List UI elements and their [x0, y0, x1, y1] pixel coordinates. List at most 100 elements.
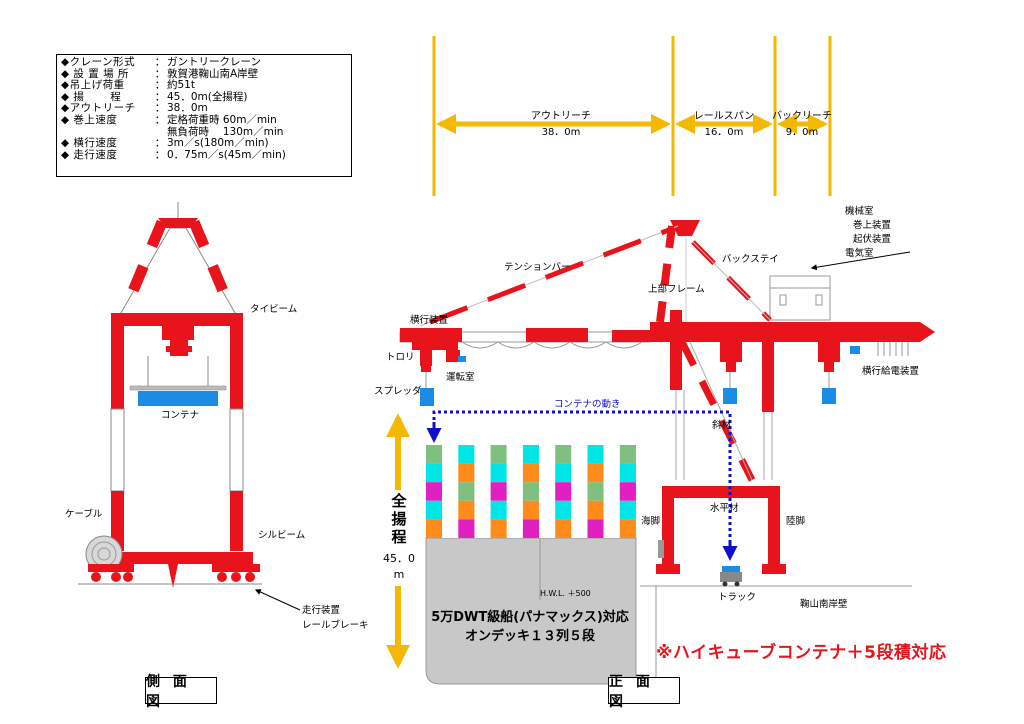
stack-container [474, 519, 491, 538]
stack-container [587, 445, 604, 464]
stack-container [506, 445, 523, 464]
operator-cab-label: 運転室 [446, 371, 475, 383]
stack-container [522, 482, 540, 501]
dimension-lines [432, 36, 832, 196]
stack-container [555, 500, 572, 520]
stack-container [603, 500, 620, 520]
trolley-power-label: 横行給電装置 [862, 365, 919, 377]
spec-row: ◆アウトリーチ：38．0m [61, 102, 208, 115]
stack-container [506, 482, 523, 501]
stack-container [619, 519, 636, 538]
stack-container [474, 482, 491, 501]
stack-container [587, 500, 604, 520]
stack-container [458, 500, 475, 520]
container-stack [426, 445, 636, 538]
spec-continuation: 無負荷時 130m／min [167, 125, 284, 138]
stack-container [474, 445, 491, 464]
tension-bar-label: テンションバー [504, 262, 571, 273]
diagonal-label: 斜材 [712, 419, 732, 431]
backreach-label: バックリーチ [772, 110, 832, 122]
ship-line-2: オンデッキ１３列５段 [465, 628, 595, 644]
spec-table: ◆クレーン形式：ガントリークレーン ◆ 設 置 場 所：敦賀港鞠山南A岸壁 ◆吊… [56, 54, 352, 177]
back-stay-label: バックステイ [722, 254, 779, 265]
sea-leg-label: 海脚 [641, 515, 660, 527]
horizontal-member-label: 水平材 [710, 502, 739, 514]
spec-row: ◆ 走行速度：0．75m／s(45m／min) [61, 148, 286, 161]
stack-container [555, 445, 572, 464]
stack-container [571, 519, 588, 538]
travel-device-label: 走行装置 [302, 604, 340, 616]
stack-container [539, 500, 556, 520]
container-motion-label: コンテナの動き [554, 399, 621, 410]
hoist-device-label: 巻上装置 [853, 219, 891, 231]
stack-container [587, 482, 604, 501]
stack-container [474, 500, 491, 520]
stack-container [442, 463, 459, 483]
stack-container [426, 445, 443, 464]
stack-container [426, 482, 443, 501]
stack-container [458, 445, 475, 464]
spec-row: ◆ 巻上速度：定格荷重時 60m／min [61, 113, 277, 126]
travel-device-leader [254, 589, 301, 611]
stack-container [506, 519, 523, 538]
stack-container [490, 463, 507, 483]
stack-container [571, 482, 588, 501]
side-view-crane [78, 202, 262, 588]
machine-room-leader [810, 251, 911, 271]
cable-label: ケーブル [65, 508, 103, 520]
upper-frame-label: 上部フレーム [648, 283, 705, 295]
stack-container [442, 519, 459, 538]
outreach-value: 38．0m [542, 127, 581, 138]
stack-container [619, 500, 636, 520]
stack-container [587, 463, 604, 483]
stack-container [539, 519, 556, 538]
stack-container [539, 482, 556, 501]
spec-row: ◆吊上げ荷重：約51t [61, 79, 195, 92]
stack-container [458, 519, 475, 538]
side-container-label: コンテナ [161, 410, 199, 421]
stack-container [555, 519, 572, 538]
stack-container [603, 445, 620, 464]
stack-container [426, 500, 443, 520]
stack-container [426, 519, 443, 538]
wharf-label: 鞠山南岸壁 [800, 598, 848, 610]
stack-container [490, 500, 507, 520]
front-view-title: 正 面 図 [608, 674, 680, 710]
rail-brake-label: レールブレーキ [302, 619, 369, 631]
stack-container [571, 463, 588, 483]
tie-beam-label: タイビーム [250, 304, 297, 315]
stack-container [442, 500, 459, 520]
lift-value-1: 45．0 [383, 552, 415, 565]
stack-container [555, 463, 572, 483]
spec-row: ◆ 設 置 場 所：敦賀港鞠山南A岸壁 [61, 67, 259, 80]
spreader-label: スプレッダ [374, 385, 422, 397]
stack-container [619, 482, 636, 501]
trolley-label: トロリ [386, 352, 415, 363]
stack-container [539, 463, 556, 483]
lift-value-2: m [394, 568, 405, 581]
machine-room-label: 機械室 [845, 205, 874, 217]
stack-container [474, 463, 491, 483]
backreach-value: 9．0m [786, 127, 818, 138]
stack-container [458, 463, 475, 483]
stack-container [619, 445, 636, 464]
stack-container [571, 445, 588, 464]
stack-container [587, 519, 604, 538]
spec-row: ◆ 揚 程：45．0m(全揚程) [61, 90, 248, 103]
stack-container [490, 519, 507, 538]
trolley-device-label: 横行装置 [410, 314, 448, 326]
sill-beam-label: シルビーム [258, 530, 305, 541]
stack-container [506, 500, 523, 520]
stack-container [603, 463, 620, 483]
side-view-title: 側 面 図 [145, 674, 217, 710]
luffing-device-label: 起伏装置 [853, 233, 891, 245]
stack-container [522, 463, 540, 483]
outreach-label: アウトリーチ [531, 110, 591, 122]
stack-container [603, 482, 620, 501]
front-view-crane [386, 220, 935, 690]
lift-char-2: 揚 [391, 510, 406, 528]
stack-container [555, 482, 572, 501]
land-leg-label: 陸脚 [786, 515, 805, 527]
hwl-label: H.W.L. ＋500 [540, 589, 591, 598]
stack-container [442, 482, 459, 501]
